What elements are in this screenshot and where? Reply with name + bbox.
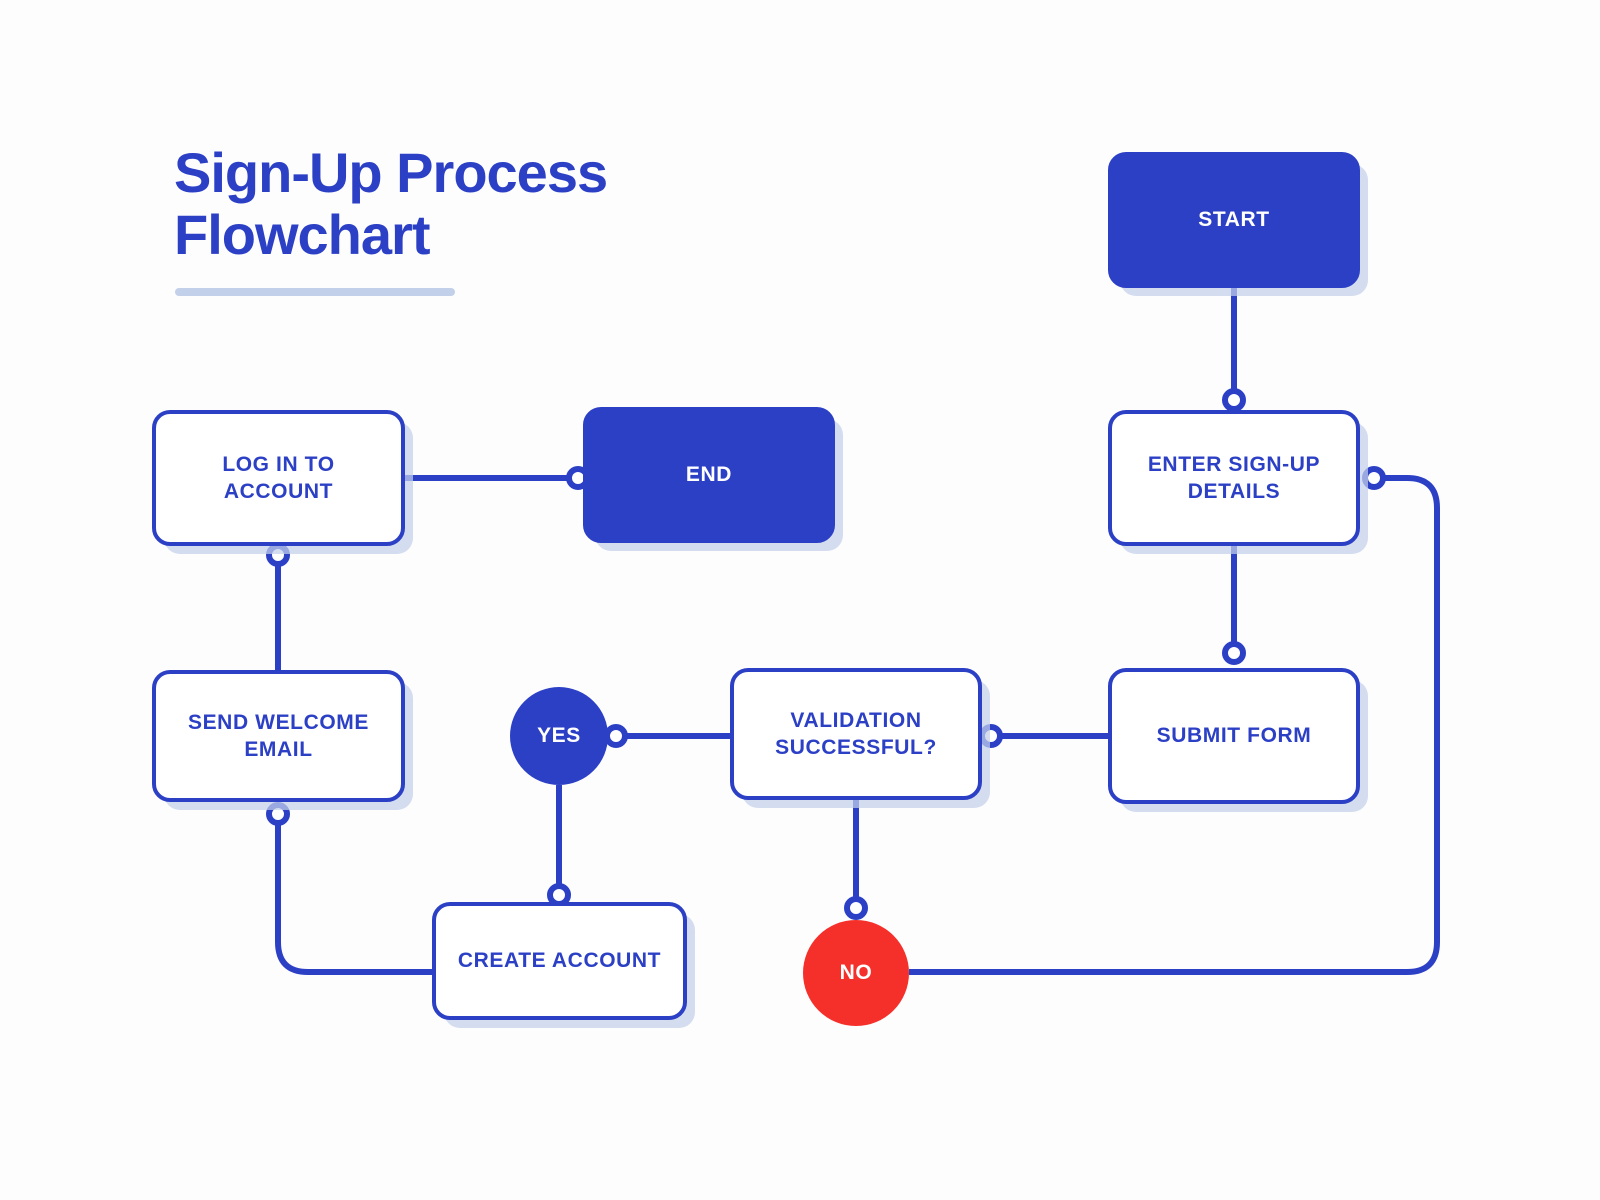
node-end[interactable]: END	[583, 407, 835, 543]
node-submit-form-label: SUBMIT FORM	[1156, 724, 1312, 748]
node-validation-successful-label: VALIDATION SUCCESSFUL?	[775, 708, 937, 759]
page-title-line-2: Flowchart	[174, 203, 430, 266]
node-log-in-to-account[interactable]: LOG IN TO ACCOUNT	[152, 410, 405, 546]
node-no-badge[interactable]: NO	[803, 920, 909, 1026]
page-title-line-1: Sign-Up Process	[174, 141, 608, 204]
node-start[interactable]: START	[1108, 152, 1360, 288]
node-enter-signup-details[interactable]: ENTER SIGN-UP DETAILS	[1108, 410, 1360, 546]
node-create-account-label: CREATE ACCOUNT	[457, 949, 662, 973]
connector-ring-yes-right	[604, 724, 628, 748]
connector-ring-no-top	[844, 896, 868, 920]
node-create-account[interactable]: CREATE ACCOUNT	[432, 902, 687, 1020]
node-submit-form[interactable]: SUBMIT FORM	[1108, 668, 1360, 804]
connector-ring-welcome-bottom	[266, 802, 290, 826]
connector-ring-submit-top	[1222, 641, 1246, 665]
connector-ring-validation-right	[979, 724, 1003, 748]
title-underline-rule	[175, 288, 455, 296]
node-yes-badge[interactable]: YES	[510, 687, 608, 785]
connector-ring-login-bottom	[266, 543, 290, 567]
connector-ring-enter-right	[1362, 466, 1386, 490]
node-no-label: NO	[839, 961, 873, 984]
node-yes-label: YES	[537, 724, 581, 747]
node-send-welcome-email[interactable]: SEND WELCOME EMAIL	[152, 670, 405, 802]
node-validation-successful[interactable]: VALIDATION SUCCESSFUL?	[730, 668, 982, 800]
node-send-welcome-email-label: SEND WELCOME EMAIL	[187, 710, 370, 761]
edge-no-retry-loop	[909, 475, 1440, 975]
edge-create-to-welcome	[275, 822, 432, 975]
node-enter-signup-details-label: ENTER SIGN-UP DETAILS	[1147, 452, 1321, 503]
node-start-label: START	[1198, 208, 1270, 232]
page-title: Sign-Up Process Flowchart	[174, 142, 814, 266]
node-end-label: END	[685, 463, 733, 487]
connector-ring-enter-top	[1222, 388, 1246, 412]
node-log-in-to-account-label: LOG IN TO ACCOUNT	[222, 452, 335, 503]
